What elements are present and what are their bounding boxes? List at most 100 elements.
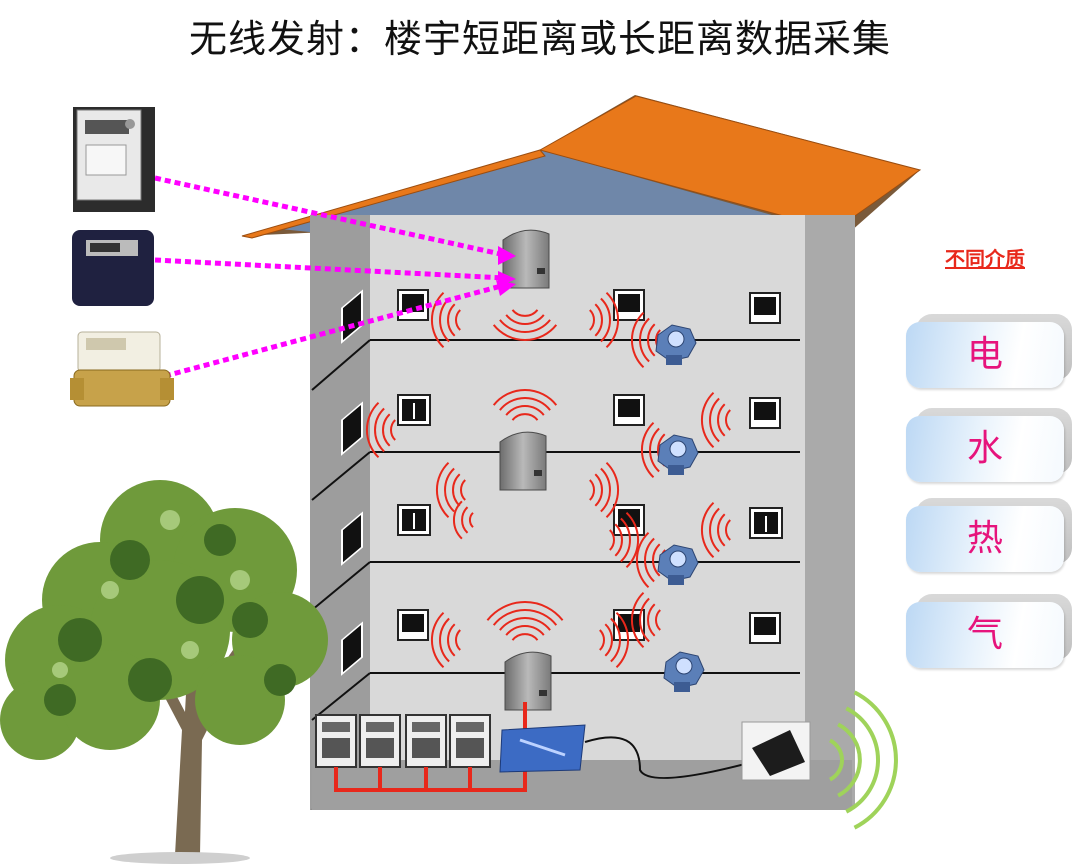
concentrator-hub (499, 724, 586, 773)
meter-links (154, 175, 506, 379)
signal-arc (709, 397, 720, 443)
collector-floor-2 (499, 431, 547, 491)
medium-gas: 气 (906, 594, 1072, 668)
signal-arc (505, 625, 545, 636)
signal-arc (452, 473, 461, 507)
signal-arc (700, 391, 715, 449)
roof-back (270, 150, 832, 232)
signal-arc (444, 467, 455, 513)
signal-arc (605, 291, 620, 349)
hub-cable (584, 736, 761, 779)
signal-arc (725, 519, 731, 541)
building-front-wall (370, 215, 810, 760)
floor-lines (311, 339, 800, 721)
signal-arc (452, 500, 463, 540)
signal-arc (635, 531, 650, 589)
signal-arc (647, 603, 656, 637)
signal-arc (652, 543, 661, 577)
signal-arc (644, 537, 655, 583)
gas-meter-device (72, 230, 154, 306)
signal-arc (511, 413, 539, 421)
signal-arc (639, 317, 650, 363)
signal-arc (447, 623, 456, 657)
basement-electric-meters (315, 714, 491, 768)
signal-arc (589, 309, 595, 331)
signal-arc (492, 324, 558, 341)
signal-arc (499, 397, 551, 411)
signal-arc (492, 609, 558, 626)
signal-arc (430, 291, 445, 349)
diagram-title: 无线发射：楼宇短距离或长距离数据采集 (188, 17, 891, 61)
signal-arc (511, 633, 539, 641)
signal-arc (492, 389, 558, 406)
signal-arc (594, 303, 603, 337)
signal-arc (647, 323, 656, 357)
signal-arc (717, 403, 726, 437)
signal-arc (505, 314, 545, 325)
signal-arc (594, 473, 603, 507)
signal-arc (614, 523, 623, 557)
signal-arc (435, 461, 450, 519)
gprs-modem (741, 721, 811, 781)
windows (341, 289, 783, 676)
signal-arc (620, 517, 631, 563)
gprs-wave-arc (828, 738, 844, 782)
signal-arc (382, 413, 391, 447)
signal-arc (649, 427, 660, 473)
medium-label: 热 (966, 518, 1003, 559)
signal-arc (600, 467, 611, 513)
medium-heat: 热 (906, 498, 1072, 572)
signal-arc (615, 611, 630, 669)
signal-arc (604, 623, 613, 657)
medium-water: 水 (906, 408, 1072, 482)
signal-arc (625, 511, 640, 569)
signal-arc (374, 407, 385, 453)
gprs-waves (828, 690, 898, 830)
signal-arc (655, 609, 661, 631)
signal-arc (630, 311, 645, 369)
medium-label: 气 (966, 614, 1003, 655)
signal-arc (447, 303, 456, 337)
heat-meter-device (70, 331, 174, 407)
signal-arc (709, 507, 720, 553)
signal-arc (390, 419, 396, 441)
media-heading: 不同介质 (945, 247, 1025, 271)
medium-label: 水 (966, 428, 1003, 469)
signal-arc (630, 591, 645, 649)
tree (0, 480, 328, 864)
signal-arc (717, 513, 726, 547)
signal-arc (486, 601, 564, 621)
signal-arc (639, 597, 650, 643)
roof-front (538, 95, 922, 231)
medium-electricity: 电 (906, 314, 1072, 388)
gprs-wave-arc (853, 690, 898, 830)
electric-meter-device (73, 107, 155, 212)
gprs-wave-arc (837, 722, 862, 798)
signal-arc (610, 617, 621, 663)
signal-arc (499, 617, 551, 631)
medium-label: 电 (966, 334, 1003, 375)
signal-arc (439, 617, 450, 663)
signal-arc (700, 501, 715, 559)
signal-arc (460, 479, 466, 501)
signal-arc (589, 479, 595, 501)
wireless-signal-arcs (365, 291, 731, 669)
signal-arc (455, 629, 461, 651)
gprs-wave-arc (845, 706, 880, 814)
signal-arc (505, 405, 545, 416)
signal-arc (609, 529, 615, 551)
signal-arc (599, 629, 605, 651)
signal-arc (640, 421, 655, 479)
signal-arc (430, 611, 445, 669)
signal-arc (600, 297, 611, 343)
signal-arc (725, 409, 731, 431)
signal-arc (499, 319, 551, 333)
signal-arc (511, 309, 539, 317)
collector-floor-4 (504, 651, 552, 711)
signal-arc (365, 401, 380, 459)
signal-arc (455, 309, 461, 331)
signal-arc (469, 512, 474, 528)
building-right-wall (805, 215, 855, 808)
signal-arc (461, 506, 469, 534)
